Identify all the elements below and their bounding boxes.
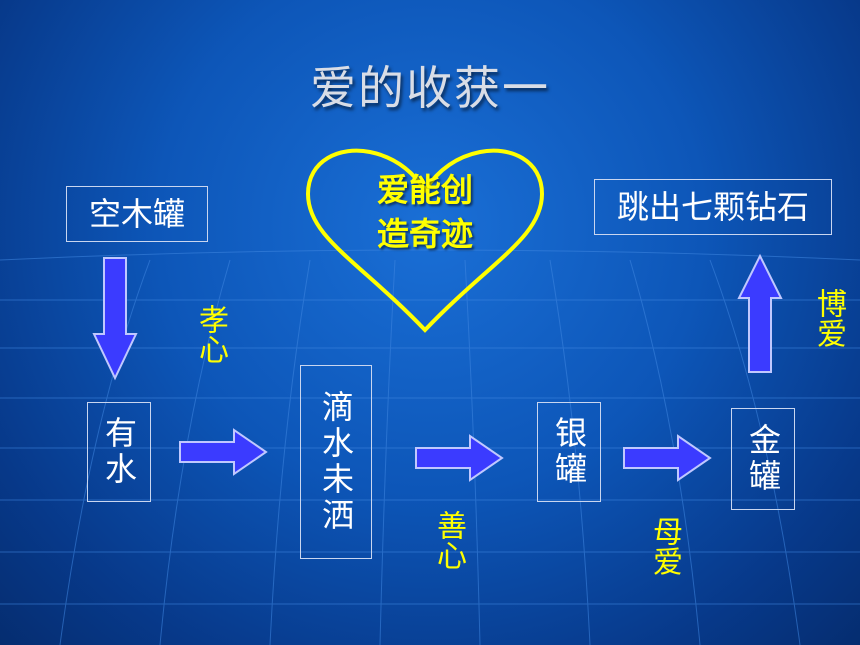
label-kindness: 善心 (431, 510, 466, 570)
arrow-right-1 (179, 428, 268, 476)
arrow-right-3 (623, 434, 712, 482)
heart-line-2: 造奇迹 (376, 215, 473, 253)
box-no-drop: 滴水未洒 (300, 365, 372, 559)
heart-line-1: 爱能创 (376, 171, 473, 209)
label-filial: 孝心 (193, 304, 228, 364)
box-silver-jar: 银罐 (537, 402, 601, 502)
arrow-right-2 (415, 434, 504, 482)
box-empty-jar: 空木罐 (66, 186, 208, 242)
heart-text: 爱能创 造奇迹 (300, 168, 550, 256)
arrow-down-1 (92, 257, 138, 381)
box-diamonds: 跳出七颗钻石 (594, 179, 832, 235)
label-universal-love: 博爱 (811, 288, 846, 348)
arrow-up-1 (737, 253, 783, 373)
heart-shape (305, 148, 545, 333)
box-gold-jar: 金罐 (731, 408, 795, 510)
label-mother-love: 母爱 (647, 516, 682, 576)
box-water: 有水 (87, 402, 151, 502)
page-title: 爱的收获一 (310, 61, 550, 115)
